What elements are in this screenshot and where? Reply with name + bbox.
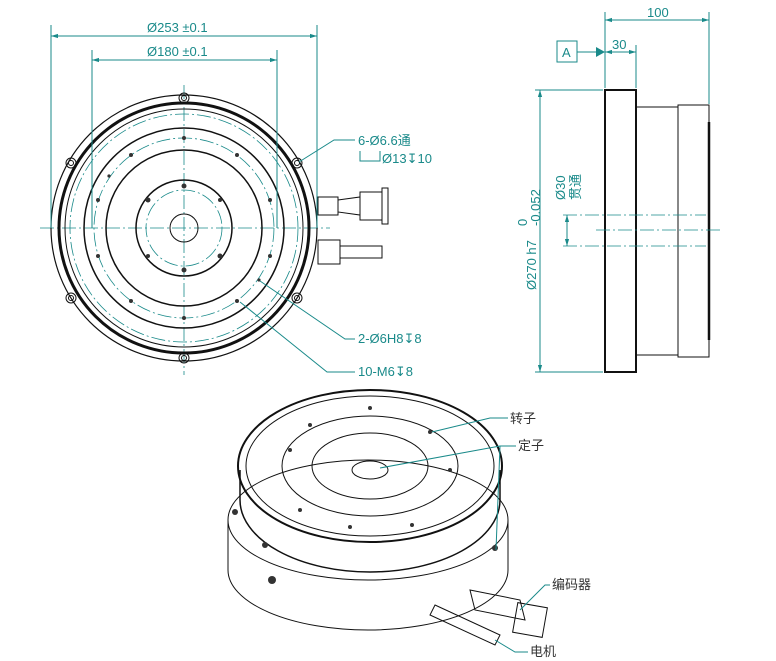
tol-lower: -0.052: [528, 189, 543, 226]
dim-180: Ø180 ±0.1: [147, 44, 208, 59]
dim-100: 100: [647, 5, 669, 20]
through-label: 贯通: [568, 174, 583, 200]
encoder-connector: [317, 187, 389, 225]
counterbore-label: Ø13↧10: [382, 151, 432, 166]
side-view: 100 30 A Ø270 h7 0 -0.052 Ø30 贯通: [515, 5, 720, 373]
threads-label: 10-M6↧8: [358, 364, 413, 379]
top-view: Ø253 ±0.1 Ø180 ±0.1 6-Ø6.6通 Ø13↧10 2-Ø6H…: [40, 20, 432, 379]
rotor-label: 转子: [510, 412, 536, 427]
datum-a: A: [562, 45, 571, 60]
encoder-label: 编码器: [552, 578, 591, 593]
tol-upper: 0: [515, 219, 530, 226]
motor-label: 电机: [530, 645, 556, 660]
dim-253: Ø253 ±0.1: [147, 20, 208, 35]
holes-label: 6-Ø6.6通: [358, 133, 411, 148]
dim-30-bore: Ø30: [553, 175, 568, 200]
iso-connectors: [429, 589, 548, 646]
iso-view: 转子 定子 编码器 电机: [227, 389, 591, 660]
stator-label: 定子: [518, 439, 544, 454]
dim-30: 30: [612, 37, 626, 52]
motor-cable: [317, 239, 383, 265]
dim-270: Ø270 h7: [524, 240, 539, 290]
pins-label: 2-Ø6H8↧8: [358, 331, 422, 346]
